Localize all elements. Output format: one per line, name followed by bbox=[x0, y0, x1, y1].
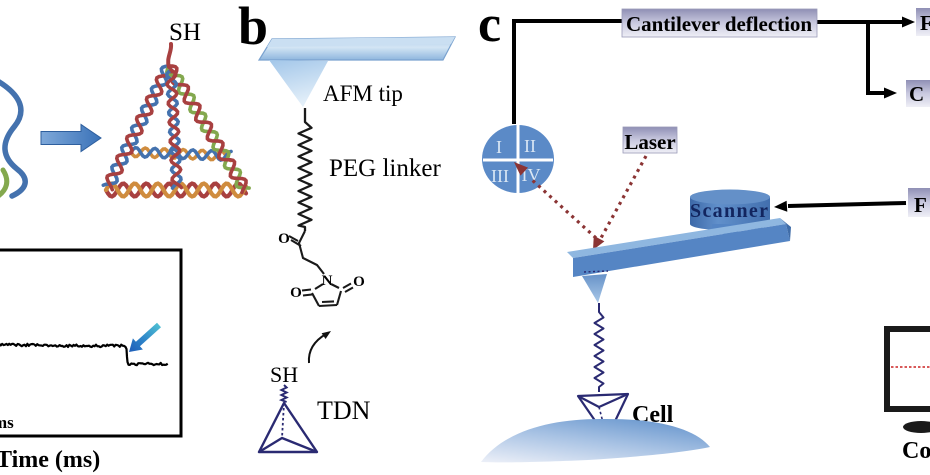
svg-text:O: O bbox=[278, 231, 290, 247]
svg-text:IV: IV bbox=[522, 165, 541, 185]
svg-text:II: II bbox=[524, 136, 536, 156]
svg-text:Cantilever deflection: Cantilever deflection bbox=[626, 12, 812, 36]
svg-text:SH: SH bbox=[270, 362, 298, 387]
svg-text:O: O bbox=[353, 274, 365, 290]
svg-text:Scanner: Scanner bbox=[690, 200, 768, 222]
svg-text:SH: SH bbox=[169, 19, 201, 46]
svg-text:AFM tip: AFM tip bbox=[323, 81, 403, 106]
svg-text:TDN: TDN bbox=[317, 396, 371, 425]
svg-text:III: III bbox=[491, 166, 509, 186]
svg-text:Time (ms): Time (ms) bbox=[0, 447, 100, 473]
svg-text:PEG linker: PEG linker bbox=[329, 155, 441, 182]
svg-text:b: b bbox=[238, 0, 268, 56]
svg-text:Co: Co bbox=[902, 438, 930, 464]
svg-text:c: c bbox=[478, 0, 501, 53]
svg-text:ms: ms bbox=[0, 413, 14, 432]
svg-text:C: C bbox=[909, 82, 924, 106]
svg-text:O: O bbox=[290, 285, 302, 301]
svg-text:I: I bbox=[496, 137, 502, 157]
svg-text:F: F bbox=[914, 193, 927, 217]
svg-text:F: F bbox=[920, 11, 930, 35]
svg-text:N: N bbox=[322, 273, 333, 289]
svg-text:Laser: Laser bbox=[624, 130, 675, 154]
